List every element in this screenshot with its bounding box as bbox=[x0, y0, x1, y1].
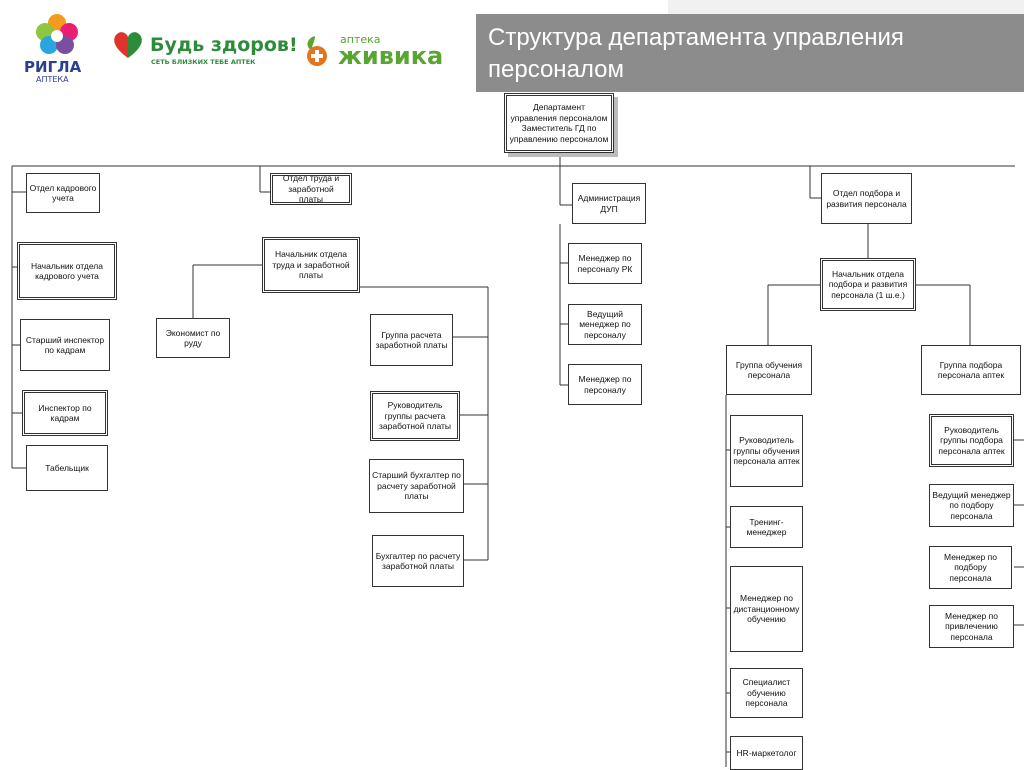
node-training-specialist: Специалист обучению персонала bbox=[730, 668, 803, 718]
node-timekeeper: Табельщик bbox=[26, 445, 108, 491]
title-bar: Структура департамента управления персон… bbox=[476, 0, 1024, 92]
node-head-recruit-dev: Начальник отдела подбора и развития перс… bbox=[820, 258, 916, 311]
node-senior-accountant: Старший бухгалтер по расчету заработной … bbox=[369, 459, 464, 513]
node-head-hr-records: Начальник отдела кадрового учета bbox=[17, 242, 117, 300]
node-manager-rk: Менеджер по персоналу РК bbox=[568, 243, 642, 284]
zhivika-name: живика bbox=[338, 42, 444, 70]
node-dept-recruit-dev: Отдел подбора и развития персонала bbox=[821, 173, 912, 224]
node-dept-labor-pay: Отдел труда и заработной платы bbox=[270, 173, 352, 205]
rigla-name: РИГЛА bbox=[24, 58, 82, 76]
budz-sub: СЕТЬ БЛИЗКИХ ТЕБЕ АПТЕК bbox=[151, 58, 256, 66]
node-root: Департамент управления персоналом Замест… bbox=[504, 93, 614, 153]
node-recruit-group-head: Руководитель группы подбора персонала ап… bbox=[929, 414, 1014, 467]
node-inspector: Инспектор по кадрам bbox=[22, 390, 108, 436]
node-economist: Экономист по руду bbox=[156, 318, 230, 358]
node-recruit-group: Группа подбора персонала аптек bbox=[921, 345, 1021, 395]
node-senior-inspector: Старший инспектор по кадрам bbox=[20, 319, 110, 371]
page-title: Структура департамента управления персон… bbox=[488, 24, 904, 83]
node-dept-hr-records: Отдел кадрового учета bbox=[26, 173, 100, 213]
zhivika-small: аптека bbox=[340, 33, 381, 46]
node-lead-recruit-manager: Ведущий менеджер по подбору персонала bbox=[929, 484, 1014, 527]
node-manager: Менеджер по персоналу bbox=[568, 364, 642, 405]
heart-icon bbox=[114, 32, 142, 58]
node-admin-dup: Администрация ДУП bbox=[572, 183, 646, 224]
title-bar-highlight bbox=[668, 0, 1024, 14]
node-head-labor-pay: Начальник отдела труда и заработной плат… bbox=[262, 237, 360, 293]
budz-name: Будь здоров! bbox=[150, 34, 298, 56]
flower-icon bbox=[36, 14, 78, 54]
node-training-group-head: Руководитель группы обучения персонала а… bbox=[730, 415, 803, 487]
node-payroll-group: Группа расчета заработной платы bbox=[370, 314, 453, 366]
rigla-sub: АПТЕКА bbox=[36, 75, 69, 84]
node-lead-manager: Ведущий менеджер по персоналу bbox=[568, 304, 642, 345]
node-attract-manager: Менеджер по привлечению персонала bbox=[929, 605, 1014, 648]
node-accountant: Бухгалтер по расчету заработной платы bbox=[372, 535, 464, 587]
node-payroll-group-head: Руководитель группы расчета заработной п… bbox=[370, 391, 460, 441]
node-distance-manager: Менеджер по дистанционному обучению bbox=[730, 566, 803, 652]
leaf-cross-icon bbox=[307, 36, 327, 66]
node-training-group: Группа обучения персонала bbox=[726, 345, 812, 395]
node-recruit-manager: Менеджер по подбору персонала bbox=[929, 546, 1012, 589]
node-training-manager: Тренинг-менеджер bbox=[730, 506, 803, 548]
node-hr-marketer: HR-маркетолог bbox=[730, 736, 803, 770]
logo-strip: РИГЛА АПТЕКА Будь здоров! СЕТЬ БЛИЗКИХ Т… bbox=[0, 0, 470, 95]
